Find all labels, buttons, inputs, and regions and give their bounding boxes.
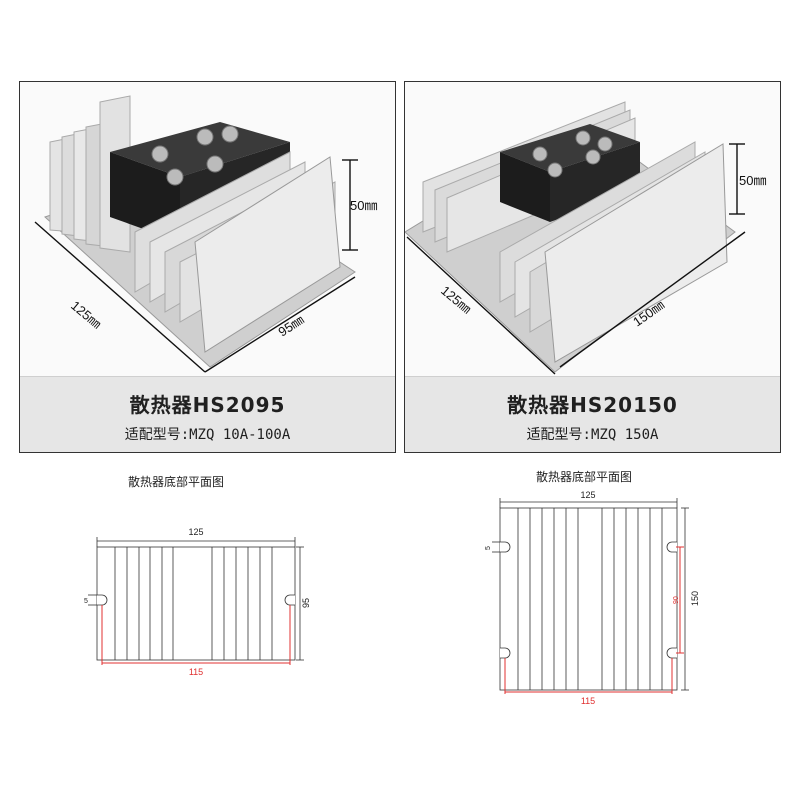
- dim-height-label: 50㎜: [739, 173, 766, 188]
- dim-height-label: 50㎜: [350, 198, 377, 213]
- plan-width-label: 125: [188, 527, 203, 537]
- product-compat: 适配型号:MZQ 150A: [526, 427, 659, 443]
- caption-bar: 散热器HS2095 适配型号:MZQ 10A-100A: [20, 376, 395, 452]
- plan-mount-label: 115: [581, 696, 595, 706]
- plan-hole-label: 5: [84, 598, 88, 605]
- plan-title-hs2095: 散热器底部平面图: [128, 475, 225, 489]
- mount-dimension: [504, 546, 684, 694]
- heatsink-photo: 50㎜ 125㎜ 95㎜: [20, 82, 395, 376]
- plan-height-label: 150: [690, 591, 700, 606]
- heatsink-illustration: 50㎜ 125㎜ 95㎜: [34, 95, 377, 373]
- plan-outline: [499, 507, 678, 691]
- product-title: 散热器HS2095: [129, 393, 286, 417]
- plan-title-hs20150: 散热器底部平面图: [536, 470, 633, 484]
- plan-mount-label: 115: [189, 667, 203, 677]
- heatsink-illustration: 50㎜ 125㎜ 150㎜: [405, 101, 766, 375]
- mount-dimension: [101, 605, 291, 665]
- right-fins: [499, 141, 728, 363]
- product-title: 散热器HS20150: [507, 393, 678, 417]
- right-fins: [134, 151, 341, 353]
- dimension-lines: [34, 159, 358, 373]
- caption-bar: 散热器HS20150 适配型号:MZQ 150A: [405, 376, 780, 452]
- plan-drawing-hs20150: 125 150 5 90 115: [485, 490, 700, 706]
- product-card-hs20150: 50㎜ 125㎜ 150㎜ 散热器HS20150 适配型号:MZQ 150A: [404, 81, 781, 453]
- plan-hole-label: 5: [485, 546, 492, 550]
- dim-length-label: 125㎜: [68, 298, 104, 332]
- module-block: [500, 124, 640, 222]
- plan-mount-v-label: 90: [673, 596, 680, 604]
- plan-height-label: 95: [301, 598, 311, 608]
- dimension-lines: [406, 143, 746, 375]
- product-card-hs2095: 50㎜ 125㎜ 95㎜ 散热器HS2095 适配型号:MZQ 10A-100A: [19, 81, 396, 453]
- product-compat: 适配型号:MZQ 10A-100A: [124, 427, 291, 443]
- plan-drawing-hs2095: 125 95 5 115: [84, 527, 311, 677]
- heatsink-photo: 50㎜ 125㎜ 150㎜: [405, 82, 780, 376]
- plan-width-label: 125: [580, 490, 595, 500]
